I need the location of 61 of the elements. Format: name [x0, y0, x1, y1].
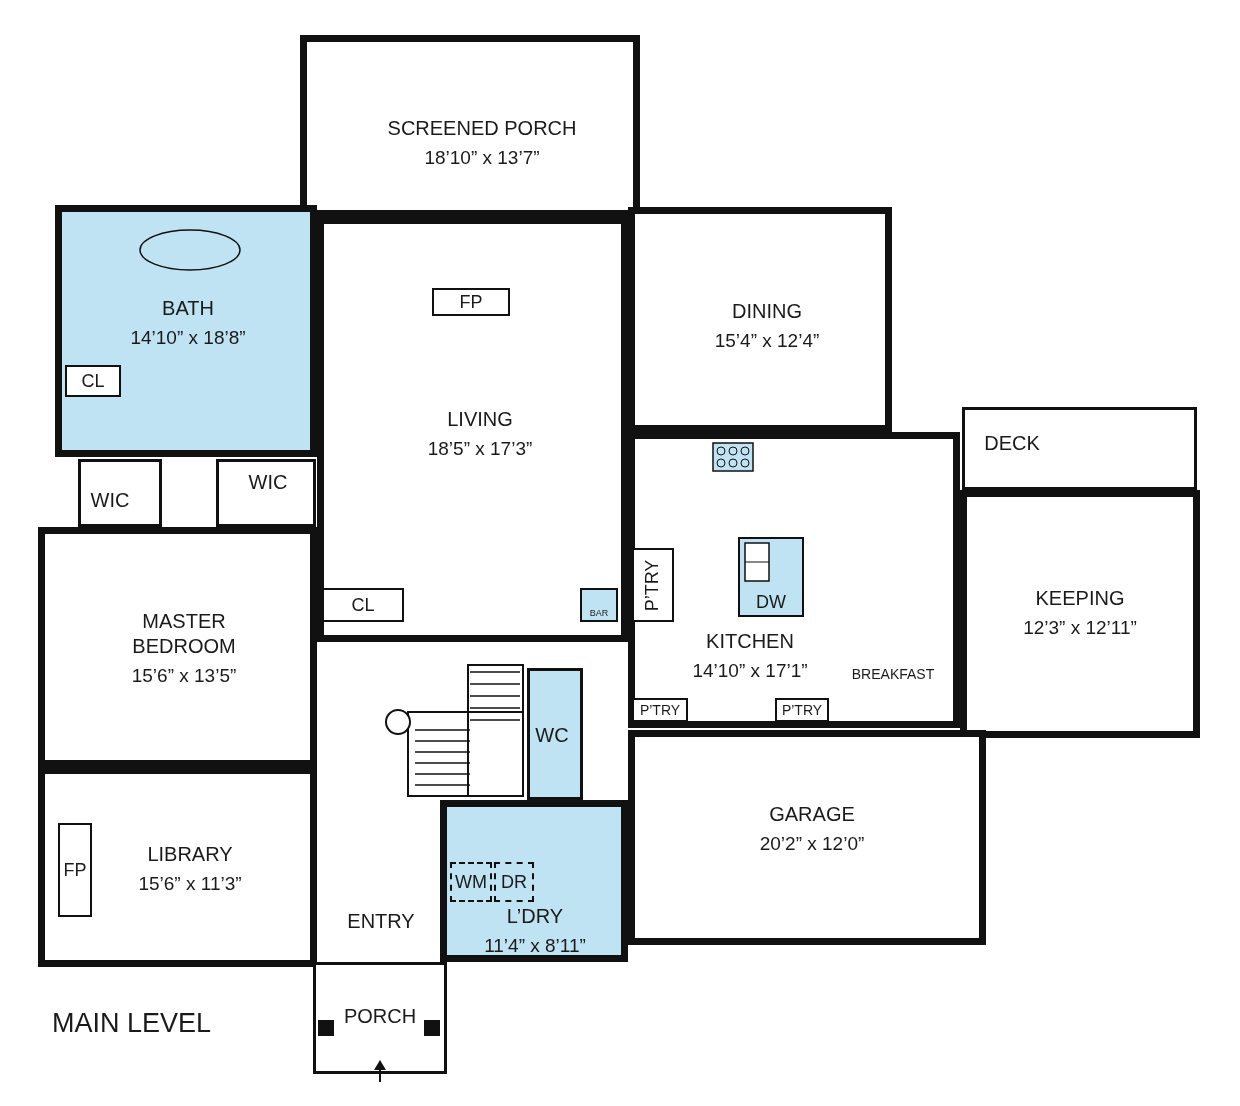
room-dimensions: 12’3” x 12’11” — [1023, 616, 1137, 639]
room-label: KEEPING — [1035, 585, 1125, 611]
washer-box — [450, 862, 492, 902]
room-dimensions: 14’10” x 18’8” — [130, 326, 246, 349]
room-dimensions: 11’4” x 8’11” — [484, 934, 586, 957]
fireplace-box — [58, 823, 92, 917]
room-label: BATH — [162, 295, 214, 321]
fixture-label: P’TRY — [642, 559, 664, 611]
fixture-label: WM — [455, 871, 487, 893]
room-dimensions: 15’6” x 11’3” — [138, 872, 242, 895]
porch-area — [300, 35, 640, 217]
fireplace-label: FP — [459, 291, 483, 313]
toilet-area — [527, 668, 583, 800]
fixture-label: CL — [81, 370, 105, 392]
bar-counter — [580, 588, 618, 622]
room-label: MASTER BEDROOM — [131, 609, 237, 659]
room-label: WIC — [90, 487, 130, 513]
fixture-label: DR — [501, 871, 527, 893]
room-dimensions: 18’10” x 13’7” — [424, 146, 540, 169]
room-label: PORCH — [343, 1003, 417, 1029]
deck-area — [962, 407, 1197, 490]
dryer-box — [494, 862, 534, 902]
fireplace-label: FP — [63, 859, 87, 881]
fixture-label: CL — [351, 594, 375, 616]
room-area — [38, 767, 317, 967]
pantry-box — [632, 548, 674, 622]
plan-title: MAIN LEVEL — [52, 1008, 212, 1039]
closet-area — [216, 459, 316, 527]
bathroom-area — [55, 205, 317, 457]
closet-area — [78, 459, 162, 527]
room-area — [960, 490, 1200, 738]
garage-area — [628, 730, 986, 945]
laundry-area — [440, 800, 628, 962]
room-label: L’DRY — [506, 903, 564, 929]
room-dimensions: 18’5” x 17’3” — [427, 437, 533, 460]
area-label: ENTRY — [347, 909, 415, 933]
fixture-label: P’TRY — [639, 702, 681, 718]
pantry-box — [775, 698, 829, 722]
pantry-box — [632, 698, 688, 722]
room-dimensions: 15’6” x 13’5” — [131, 665, 237, 687]
area-label: BREAKFAST — [851, 666, 935, 682]
fixture-label: BAR — [589, 608, 609, 618]
room-label: LIBRARY — [147, 841, 233, 867]
fixture-label: DW — [756, 592, 786, 613]
room-label: LIVING — [447, 406, 513, 432]
room-label: DINING — [732, 298, 802, 324]
closet-box — [65, 365, 121, 397]
room-label: DECK — [984, 430, 1040, 456]
room-dimensions: 15’4” x 12’4” — [714, 329, 820, 352]
room-label: GARAGE — [769, 801, 855, 827]
closet-box — [322, 588, 404, 622]
room-label: KITCHEN — [706, 628, 794, 654]
bedroom-area — [38, 527, 317, 767]
room-label: WIC — [248, 469, 288, 495]
room-label: SCREENED PORCH — [387, 115, 577, 141]
porch-area — [313, 962, 447, 1074]
room-label: WC — [535, 722, 569, 748]
fixture-label: P’TRY — [781, 702, 823, 718]
room-dimensions: 14’10” x 17’1” — [692, 659, 808, 682]
room-dimensions: 20’2” x 12’0” — [759, 832, 865, 855]
fireplace-box — [432, 288, 510, 316]
